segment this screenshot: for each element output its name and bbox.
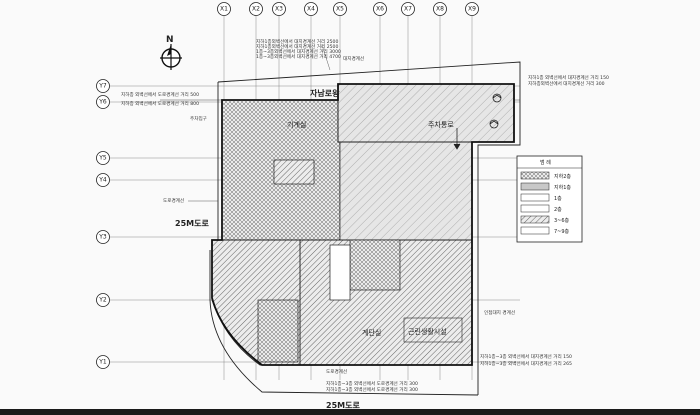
- note-top-1: 지하1층외벽선에서 대지경계선 거리 2500: [256, 38, 338, 45]
- note-right-boundary: 인접대지 경계선: [484, 309, 515, 316]
- grid-bubble-y2: Y2: [96, 293, 110, 307]
- grid-bubble-x5: X5: [333, 2, 347, 16]
- grid-bubble-y3: Y3: [96, 230, 110, 244]
- top-notes: 지하1층외벽선에서 대지경계선 거리 2500 지하1층외벽선에서 대지경계선 …: [256, 38, 364, 71]
- grid-bubble-y4: Y4: [96, 173, 110, 187]
- grid-bubble-x1: X1: [217, 2, 231, 16]
- note-left-1: 지하층 외벽선에서 도로경계선 거리 500: [121, 91, 199, 98]
- bottom-notes: 도로경계선 지하1층~3층 외벽선에서 도로경계선 거리 300 지하1층~3층…: [326, 368, 418, 393]
- grid-bubble-label: X8: [436, 6, 444, 13]
- note-left-2: 지하층 외벽선에서 도로경계선 거리 800: [121, 100, 199, 107]
- north-label: N: [166, 35, 174, 45]
- grid-bubble-x8: X8: [433, 2, 447, 16]
- note-left-parking: 주차입구: [190, 115, 207, 122]
- grid-bubble-label: Y1: [98, 359, 107, 366]
- grid-bubble-label: X1: [220, 6, 228, 13]
- grid-bubble-x4: X4: [304, 2, 318, 16]
- right-notes: 지하1층 외벽선에서 대지경계선 거리 150 지하층외벽선에서 대지경계선 거…: [480, 74, 609, 367]
- legend-item-label: 지하1층: [554, 184, 571, 191]
- legend-item: 지하1층: [520, 182, 571, 191]
- left-notes: 지하층 외벽선에서 도로경계선 거리 500 지하층 외벽선에서 도로경계선 거…: [121, 91, 218, 204]
- grid-bubble-label: X4: [307, 6, 315, 13]
- page-bottom-edge: [0, 409, 700, 415]
- grid-bubble-label: X2: [252, 6, 260, 13]
- grid-bubble-label: Y7: [98, 83, 107, 90]
- road-label-west: 25M도로: [175, 219, 209, 228]
- grid-bubble-label: Y3: [98, 234, 107, 241]
- grid-bubble-x7: X7: [401, 2, 415, 16]
- note-left-road: 도로경계선: [163, 197, 184, 204]
- legend-item: 지하2층: [520, 171, 571, 180]
- note-bottom-road: 도로경계선: [326, 368, 347, 375]
- grid-bubble-label: Y6: [98, 99, 107, 106]
- grid-bubble-y6: Y6: [96, 95, 110, 109]
- legend-item-label: 지하2층: [554, 173, 571, 180]
- note-top-4: 1층~3층외벽선에서 대지경계선 거리 4700: [256, 53, 341, 60]
- zone-label-stair-core: 계단실: [362, 328, 381, 337]
- zone-label-machine-room: 기계실: [287, 120, 306, 129]
- north-arrow-icon: N: [160, 35, 182, 70]
- legend-item-label: 1층: [554, 195, 562, 202]
- grid-bubble-y7: Y7: [96, 79, 110, 93]
- legend-item: 2층: [520, 204, 562, 213]
- grid-bubble-label: X7: [404, 6, 412, 13]
- note-top-boundary: 대지경계선: [343, 55, 364, 62]
- building-footprint: [211, 83, 515, 366]
- note-bottom-right-1: 지하1층~3층 외벽선에서 대지경계선 거리 150: [480, 353, 572, 360]
- legend-item: 1층: [520, 193, 562, 202]
- legend: 범 례 지하2층 지하1층 1층 2층 3~6층 7~9층: [516, 155, 583, 243]
- grid-bubble-y5: Y5: [96, 151, 110, 165]
- legend-header: 범 례: [540, 159, 551, 166]
- grid-bubble-label: X3: [275, 6, 283, 13]
- road-label-top: 자남로왕: [310, 88, 340, 98]
- grid-bubble-label: Y4: [98, 177, 107, 184]
- note-top-2: 지하1층외벽선에서 대지경계선 거리 2500: [256, 43, 338, 50]
- grid-bubble-label: Y5: [98, 155, 107, 162]
- grid-bubble-y1: Y1: [96, 355, 110, 369]
- grid-bubble-x3: X3: [272, 2, 286, 16]
- grid-bubble-label: X5: [336, 6, 344, 13]
- note-right-2: 지하층외벽선에서 대지경계선 거리 300: [528, 80, 605, 87]
- parking-ramp-area: [337, 83, 515, 143]
- zone-label-parking-hall: 주차통로: [428, 120, 454, 129]
- legend-item: 3~6층: [520, 215, 570, 224]
- grid-bubble-label: Y2: [98, 297, 107, 304]
- grid-bubble-label: X9: [468, 6, 476, 13]
- note-bottom-2: 지하1층~3층 외벽선에서 도로경계선 거리 300: [326, 386, 418, 393]
- legend-item-label: 2층: [554, 206, 562, 213]
- legend-item-label: 3~6층: [554, 217, 570, 224]
- grid-bubble-x9: X9: [465, 2, 479, 16]
- legend-item-label: 7~9층: [554, 228, 570, 235]
- zone-label-shop: 근린생활시설: [408, 327, 447, 336]
- grid-bubble-x6: X6: [373, 2, 387, 16]
- car-symbols: [453, 93, 502, 150]
- note-bottom-1: 지하1층~3층 외벽선에서 도로경계선 거리 300: [326, 380, 418, 387]
- row-grid-bubbles: Y7 Y6 Y5 Y4 Y3 Y2 Y1: [96, 79, 110, 369]
- note-top-3: 1층~3층외벽선에서 대지경계선 거리 3000: [256, 48, 341, 55]
- column-grid-bubbles: X1 X2 X3 X4 X5 X6 X7 X8: [217, 2, 479, 16]
- grid-bubble-label: X6: [376, 6, 384, 13]
- grid-bubble-x2: X2: [249, 2, 263, 16]
- note-bottom-right-2: 지하1층~3층 외벽선에서 대지경계선 거리 265: [480, 360, 572, 367]
- legend-item: 7~9층: [520, 226, 570, 235]
- note-right-1: 지하1층 외벽선에서 대지경계선 거리 150: [528, 74, 609, 81]
- road-label-south: 25M도로: [326, 401, 360, 410]
